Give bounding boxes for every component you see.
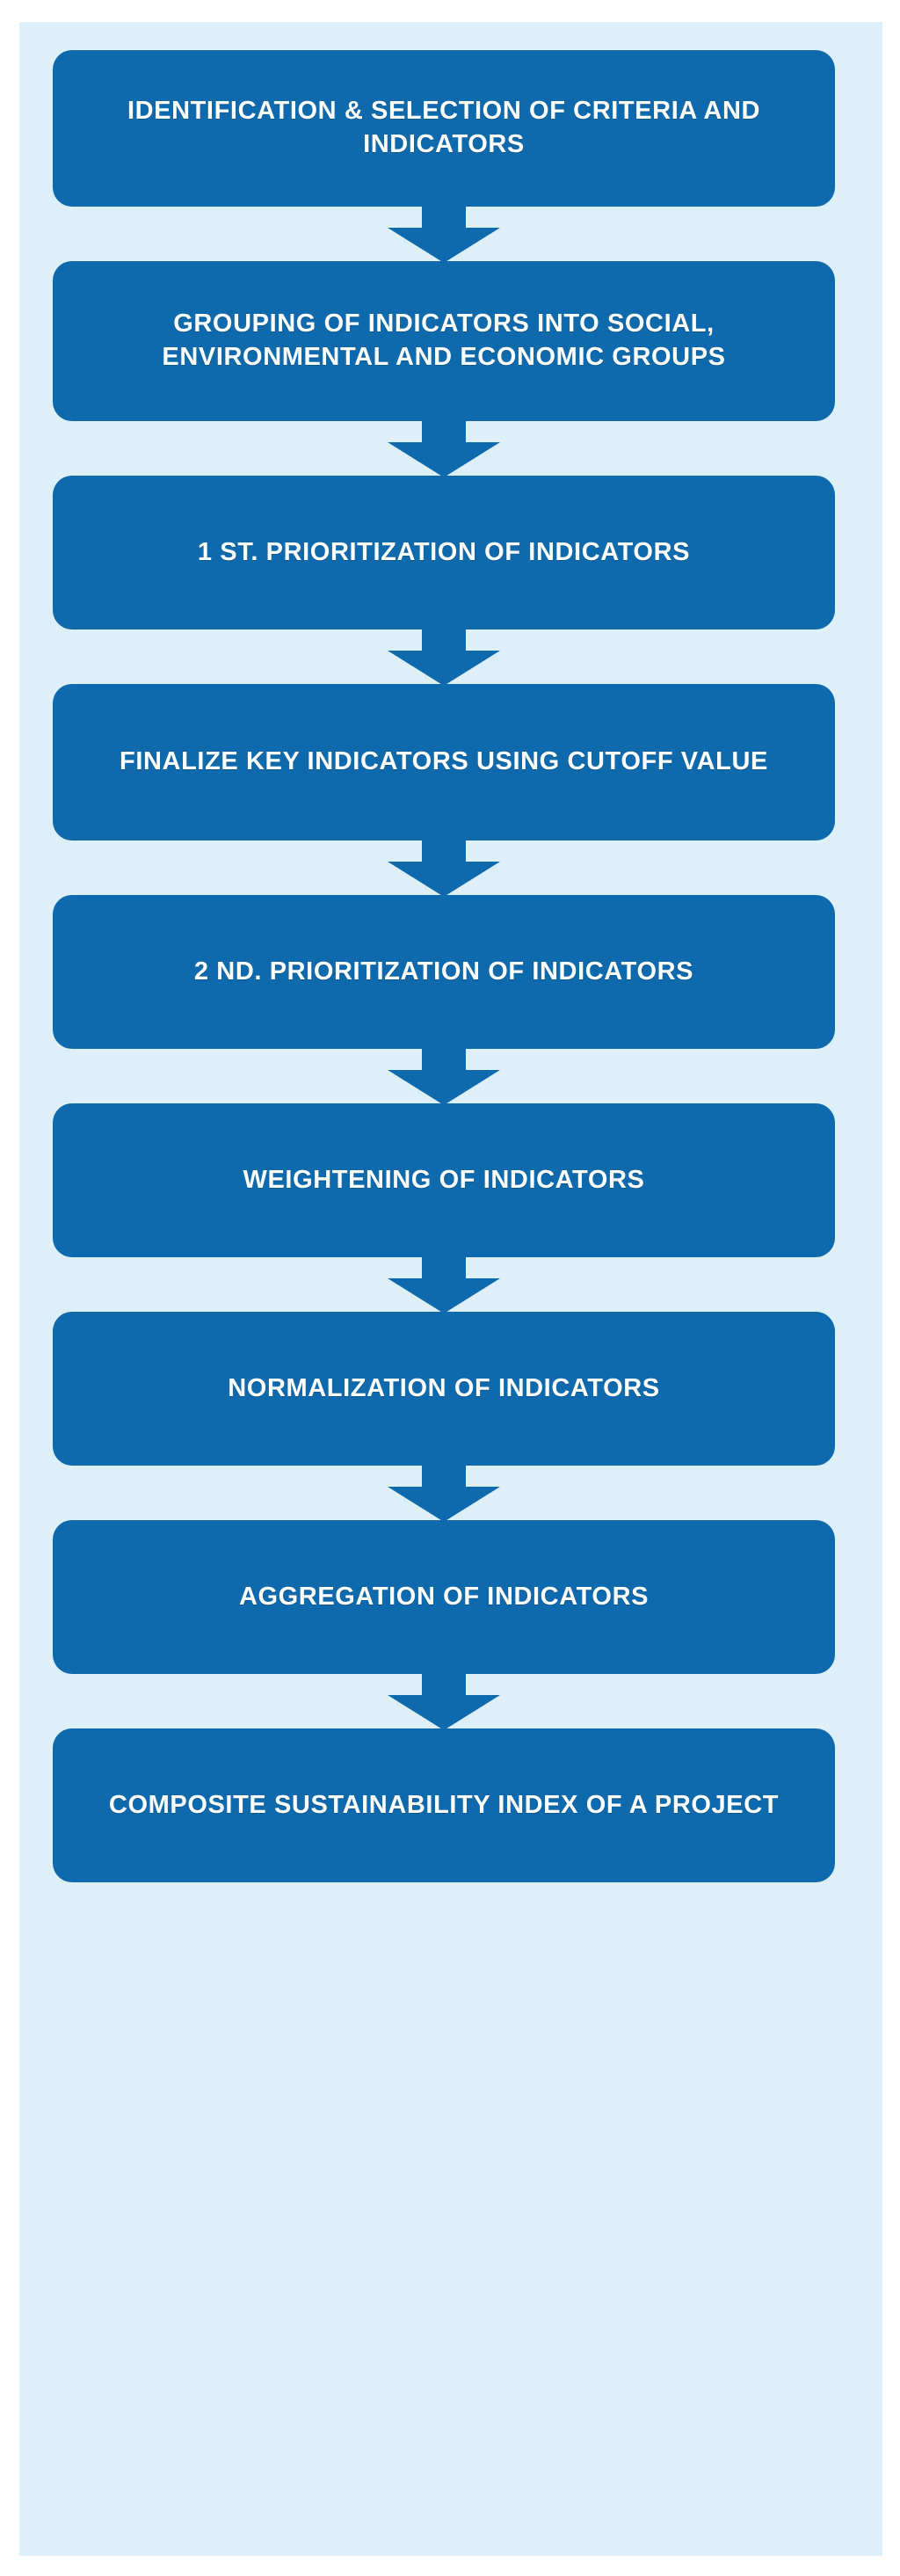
flow-node-label: COMPOSITE SUSTAINABILITY INDEX OF A PROJ… [108,1790,780,1819]
arrow-down-icon-8-9 [387,1674,501,1730]
arrow-head [388,651,500,686]
arrow-head [388,228,500,263]
arrow-shaft [422,421,466,444]
flow-node-label: NORMALIZATION OF INDICATORS [228,1373,660,1402]
arrow-shaft [422,1466,466,1488]
flow-node-label: GROUPING OF INDICATORS INTO SOCIAL, ENVI… [162,309,726,371]
arrow-down-icon-2-3 [387,421,501,477]
arrow-down-icon-4-5 [387,840,501,897]
flow-node-step-4[interactable]: FINALIZE KEY INDICATORS USING CUTOFF VAL… [53,684,835,840]
arrow-head [388,862,500,897]
flow-node-step-6[interactable]: WEIGHTENING OF INDICATORS [53,1103,835,1257]
arrow-down-icon-1-2 [387,207,501,263]
flow-node-step-9[interactable]: COMPOSITE SUSTAINABILITY INDEX OF A PROJ… [53,1728,835,1882]
arrow-shaft [422,1257,466,1280]
flow-node-step-2[interactable]: GROUPING OF INDICATORS INTO SOCIAL, ENVI… [53,261,835,421]
arrow-head [388,442,500,477]
flow-node-step-5[interactable]: 2 ND. PRIORITIZATION OF INDICATORS [53,895,835,1049]
arrow-down-icon-5-6 [387,1049,501,1105]
arrow-head [388,1695,500,1730]
arrow-head [388,1278,500,1313]
flow-node-step-1[interactable]: IDENTIFICATION & SELECTION OF CRITERIA A… [53,50,835,207]
flow-node-label: IDENTIFICATION & SELECTION OF CRITERIA A… [127,97,761,158]
flow-node-label: FINALIZE KEY INDICATORS USING CUTOFF VAL… [120,747,768,776]
arrow-down-icon-6-7 [387,1257,501,1313]
flow-node-step-8[interactable]: AGGREGATION OF INDICATORS [53,1520,835,1674]
arrow-head [388,1070,500,1105]
flow-node-label: 2 ND. PRIORITIZATION OF INDICATORS [193,957,694,986]
arrow-down-icon-7-8 [387,1466,501,1522]
arrow-shaft [422,629,466,652]
arrow-shaft [422,1049,466,1072]
arrow-shaft [422,207,466,229]
flowchart-node-stack: IDENTIFICATION & SELECTION OF CRITERIA A… [53,50,835,1882]
arrow-down-icon-3-4 [387,629,501,686]
flow-node-label: 1 ST. PRIORITIZATION OF INDICATORS [197,537,691,566]
arrow-head [388,1487,500,1522]
flow-node-step-3[interactable]: 1 ST. PRIORITIZATION OF INDICATORS [53,476,835,629]
arrow-shaft [422,840,466,863]
flow-node-label: WEIGHTENING OF INDICATORS [243,1165,645,1194]
flow-node-label: AGGREGATION OF INDICATORS [238,1582,650,1611]
arrow-shaft [422,1674,466,1697]
flow-node-step-7[interactable]: NORMALIZATION OF INDICATORS [53,1312,835,1466]
